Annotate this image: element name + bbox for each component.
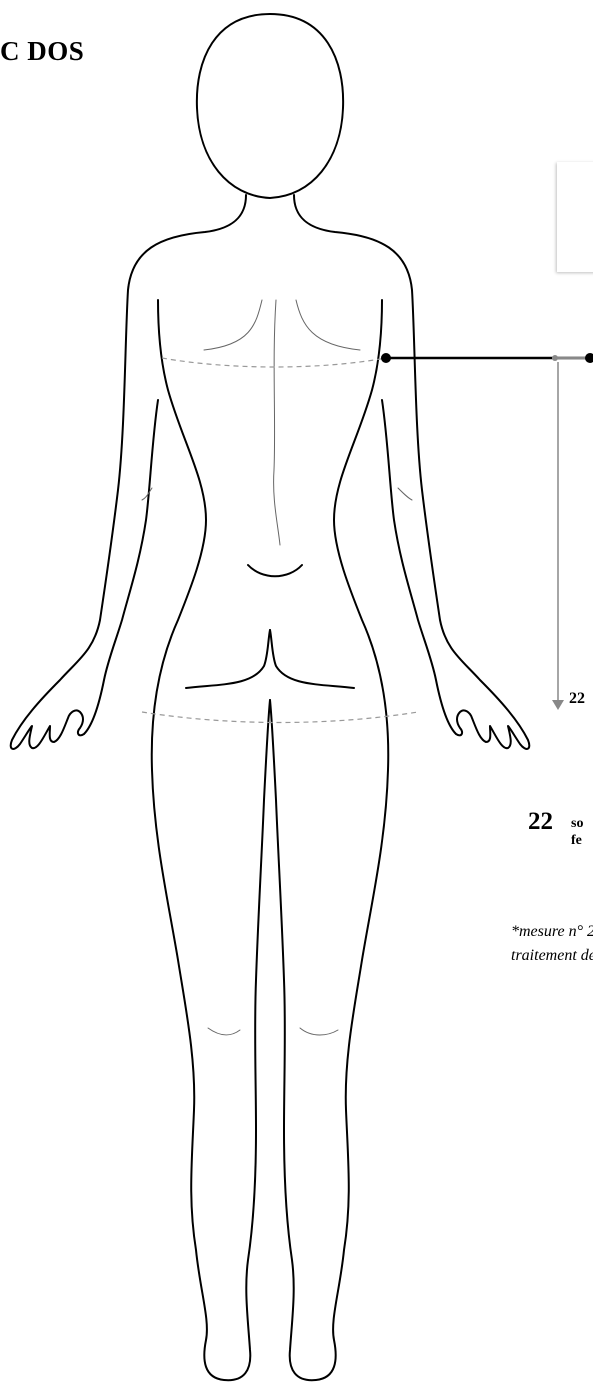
legend-number: 22	[528, 808, 553, 836]
measurement-note: *mesure n° 22 traitement de	[511, 920, 593, 968]
elbow-right	[398, 488, 412, 500]
measure-end-dot	[585, 353, 593, 363]
note-line: *mesure n° 22	[511, 920, 593, 944]
lower-back-curve	[248, 565, 302, 576]
shoulder-blade-right	[296, 300, 360, 350]
head-outline	[197, 14, 343, 198]
knee-right	[300, 1028, 338, 1035]
legend-line: fe	[571, 832, 583, 849]
measure-start-dot	[381, 353, 391, 363]
measurement-number-label: 22	[569, 690, 585, 708]
elbow-left	[142, 488, 152, 500]
buttock-line-left	[186, 630, 270, 688]
legend-text: so fe	[571, 815, 583, 849]
knee-left	[208, 1028, 240, 1035]
body-outline-left	[11, 195, 246, 749]
note-line: traitement de	[511, 944, 593, 968]
spine-line	[274, 300, 280, 545]
buttock-line-right	[270, 630, 354, 688]
legend-line: so	[571, 815, 583, 832]
torso-right	[270, 300, 388, 1380]
hip-dashed-line	[142, 712, 418, 723]
measure-gray-dot	[552, 355, 558, 361]
body-outline-right	[294, 195, 529, 749]
measure-arrowhead	[552, 700, 564, 710]
torso-left	[152, 300, 270, 1380]
shoulder-blade-left	[204, 300, 262, 350]
